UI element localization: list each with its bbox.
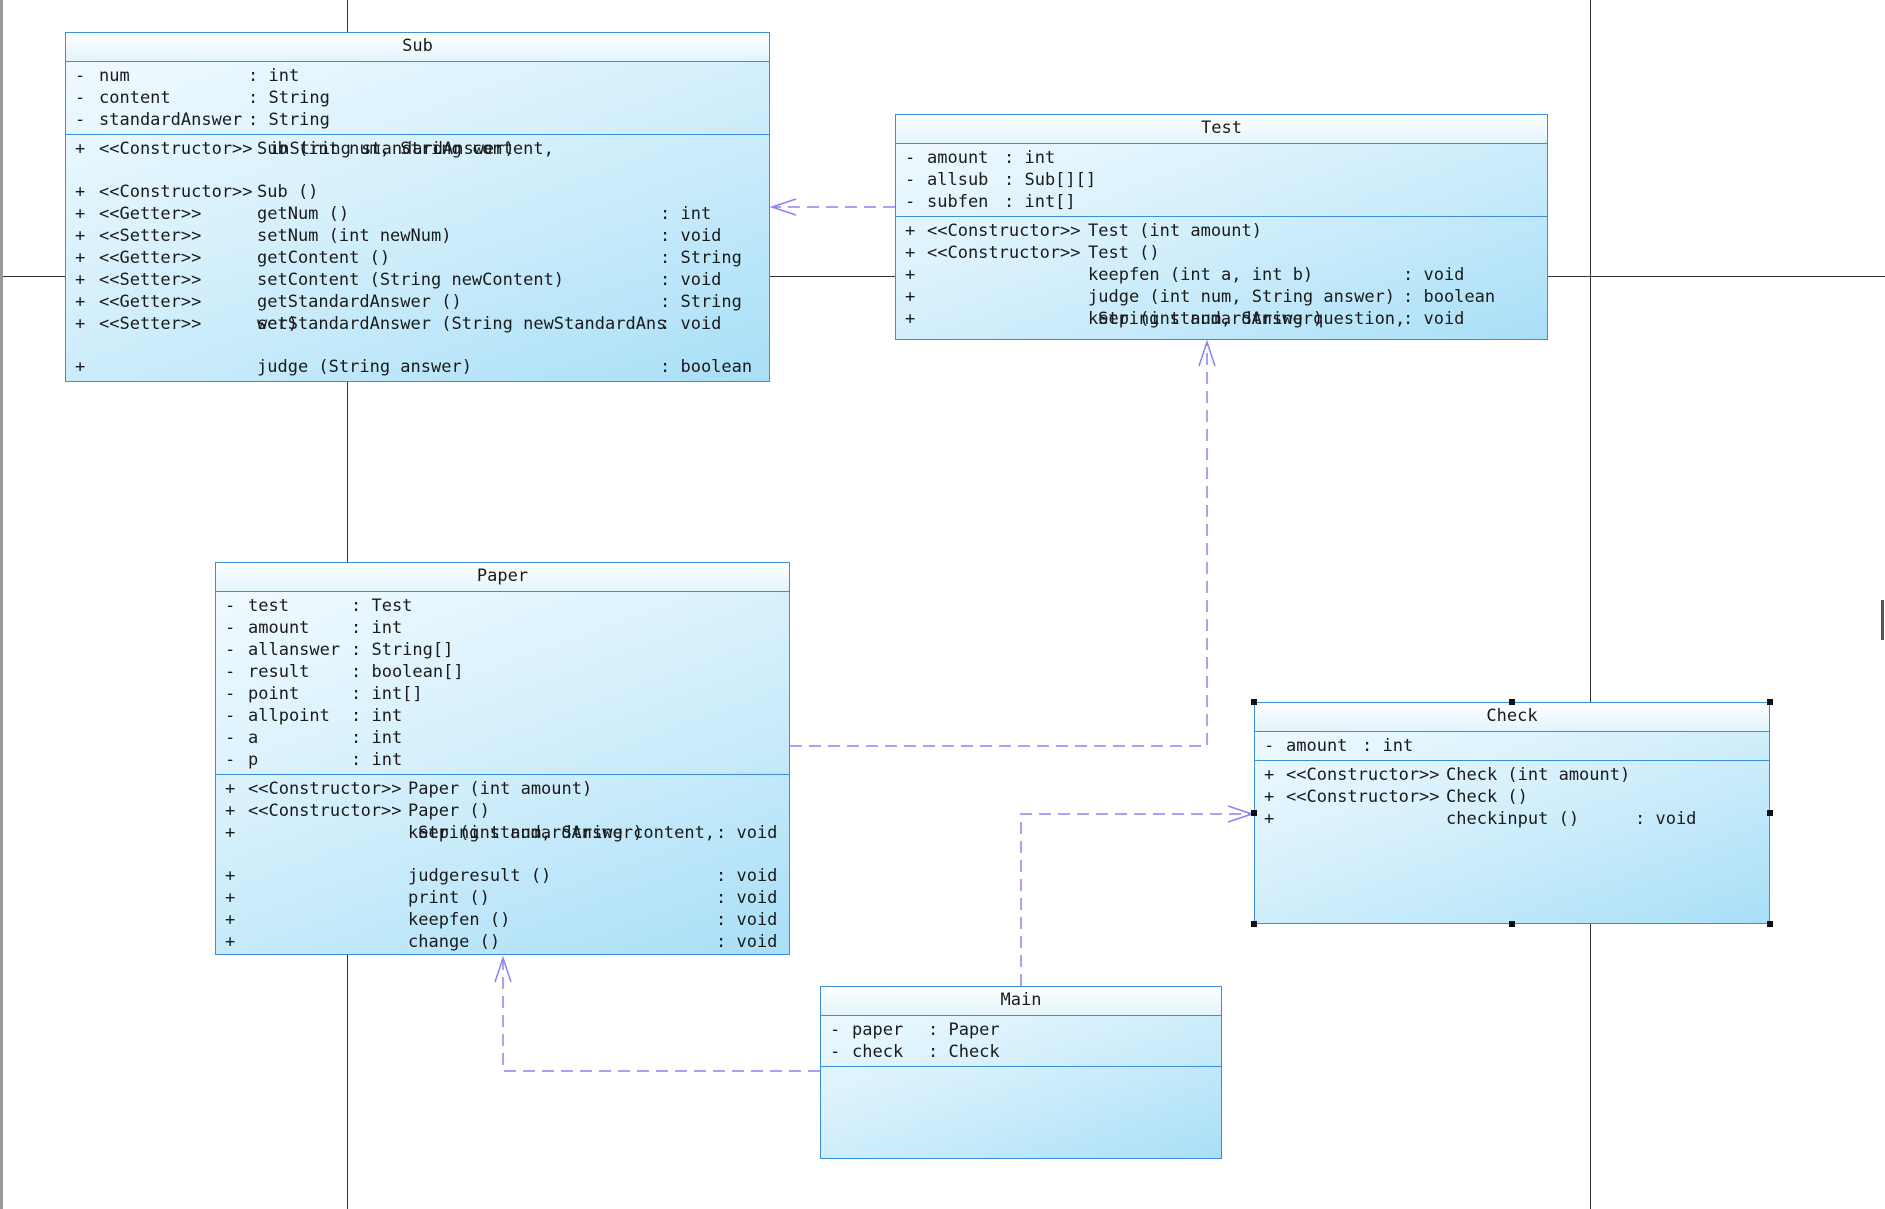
operation-row[interactable]: +judge (int num, String answer): boolean	[905, 287, 1496, 307]
class-name: Sub	[66, 33, 769, 62]
attribute-row[interactable]: -allpoint: int	[225, 706, 403, 726]
operation-row[interactable]: +<<Setter>>setContent (String newContent…	[75, 270, 722, 290]
arrowhead-paper	[494, 955, 512, 983]
operation-row[interactable]: +<<Constructor>>Test ()	[905, 243, 1160, 263]
attribute-row[interactable]: -amount: int	[225, 618, 403, 638]
selection-handle[interactable]	[1509, 921, 1515, 927]
dependency-paper-to-test	[790, 342, 1208, 747]
operation-row[interactable]: +<<Constructor>>Check (int amount)	[1264, 765, 1631, 785]
operation-section: +<<Constructor>>Check (int amount) +<<Co…	[1255, 761, 1769, 833]
operation-section	[821, 1067, 1221, 1073]
attribute-row[interactable]: -content: String	[75, 88, 330, 108]
operation-row[interactable]: +change (): void	[225, 932, 778, 952]
class-name: Main	[821, 987, 1221, 1016]
attribute-row[interactable]: -test: Test	[225, 596, 413, 616]
operation-row[interactable]: +<<Constructor>>Paper (int amount)	[225, 779, 593, 799]
canvas-left-edge	[0, 0, 3, 1209]
arrowhead-sub	[769, 198, 797, 216]
operation-row[interactable]: +<<Getter>>getStandardAnswer (): String	[75, 292, 742, 312]
attribute-row[interactable]: -subfen: int[]	[905, 192, 1076, 212]
attribute-row[interactable]: -amount: int	[905, 148, 1056, 168]
selection-handle[interactable]	[1251, 810, 1257, 816]
operation-row[interactable]: +print (): void	[225, 888, 778, 908]
attribute-row[interactable]: -result: boolean[]	[225, 662, 464, 682]
class-name: Check	[1255, 703, 1769, 732]
operation-row[interactable]: +<<Setter>>setStandardAnswer (String new…	[75, 314, 722, 334]
operation-row[interactable]: +<<Getter>>getNum (): int	[75, 204, 712, 224]
dependency-main-to-check	[1020, 813, 1252, 986]
operation-section: +<<Constructor>>Paper (int amount) +<<Co…	[216, 775, 789, 956]
selection-handle[interactable]	[1509, 699, 1515, 705]
page-boundary-vertical	[1590, 0, 1591, 1209]
operation-row[interactable]: +<<Constructor>>Check ()	[1264, 787, 1528, 807]
operation-row[interactable]: +<<Getter>>getContent (): String	[75, 248, 742, 268]
arrowhead-test	[1198, 339, 1216, 367]
operation-row[interactable]: +<<Setter>>setNum (int newNum): void	[75, 226, 722, 246]
attribute-row[interactable]: -allsub: Sub[][]	[905, 170, 1097, 190]
class-check[interactable]: Check -amount: int +<<Constructor>>Check…	[1254, 702, 1770, 924]
operation-row[interactable]: +<<Constructor>>Sub (int num, String con…	[75, 139, 554, 159]
operation-row[interactable]: +judge (String answer): boolean	[75, 357, 753, 377]
class-main[interactable]: Main -paper: Paper -check: Check	[820, 986, 1222, 1159]
attribute-section: -test: Test -amount: int -allanswer: Str…	[216, 592, 789, 775]
operation-row[interactable]: +keepfen (int a, int b): void	[905, 265, 1465, 285]
operation-row[interactable]: +<<Constructor>>Test (int amount)	[905, 221, 1262, 241]
attribute-row[interactable]: -amount: int	[1264, 736, 1414, 756]
attribute-section: -num: int -content: String -standardAnsw…	[66, 62, 769, 135]
class-paper[interactable]: Paper -test: Test -amount: int -allanswe…	[215, 562, 790, 955]
class-name: Test	[896, 115, 1547, 144]
attribute-row[interactable]: -allanswer: String[]	[225, 640, 454, 660]
attribute-row[interactable]: -check: Check	[830, 1042, 1000, 1062]
attribute-row[interactable]: -standardAnswer: String	[75, 110, 330, 130]
attribute-section: -amount: int -allsub: Sub[][] -subfen: i…	[896, 144, 1547, 217]
selection-handle[interactable]	[1767, 921, 1773, 927]
dependency-main-to-paper	[502, 958, 820, 1072]
attribute-section: -amount: int	[1255, 732, 1769, 761]
class-name: Paper	[216, 563, 789, 592]
selection-handle[interactable]	[1251, 921, 1257, 927]
selection-handle[interactable]	[1767, 699, 1773, 705]
class-sub[interactable]: Sub -num: int -content: String -standard…	[65, 32, 770, 382]
operation-row[interactable]: +judgeresult (): void	[225, 866, 778, 886]
operation-row[interactable]: +<<Constructor>>Sub ()	[75, 182, 319, 202]
operation-section: +<<Constructor>>Test (int amount) +<<Con…	[896, 217, 1547, 339]
operation-row[interactable]: +checkinput (): void	[1264, 809, 1697, 829]
attribute-row[interactable]: -p: int	[225, 750, 403, 770]
selection-handle[interactable]	[1251, 699, 1257, 705]
attribute-section: -paper: Paper -check: Check	[821, 1016, 1221, 1067]
attribute-row[interactable]: -paper: Paper	[830, 1020, 1000, 1040]
class-test[interactable]: Test -amount: int -allsub: Sub[][] -subf…	[895, 114, 1548, 340]
attribute-row[interactable]: -point: int[]	[225, 684, 423, 704]
attribute-row[interactable]: -num: int	[75, 66, 300, 86]
selection-handle[interactable]	[1767, 810, 1773, 816]
operation-section: +<<Constructor>>Sub (int num, String con…	[66, 135, 769, 381]
operation-row[interactable]: +keepfen (): void	[225, 910, 778, 930]
operation-row[interactable]: +<<Constructor>>Paper ()	[225, 801, 490, 821]
attribute-row[interactable]: -a: int	[225, 728, 403, 748]
scroll-handle[interactable]	[1881, 600, 1884, 640]
